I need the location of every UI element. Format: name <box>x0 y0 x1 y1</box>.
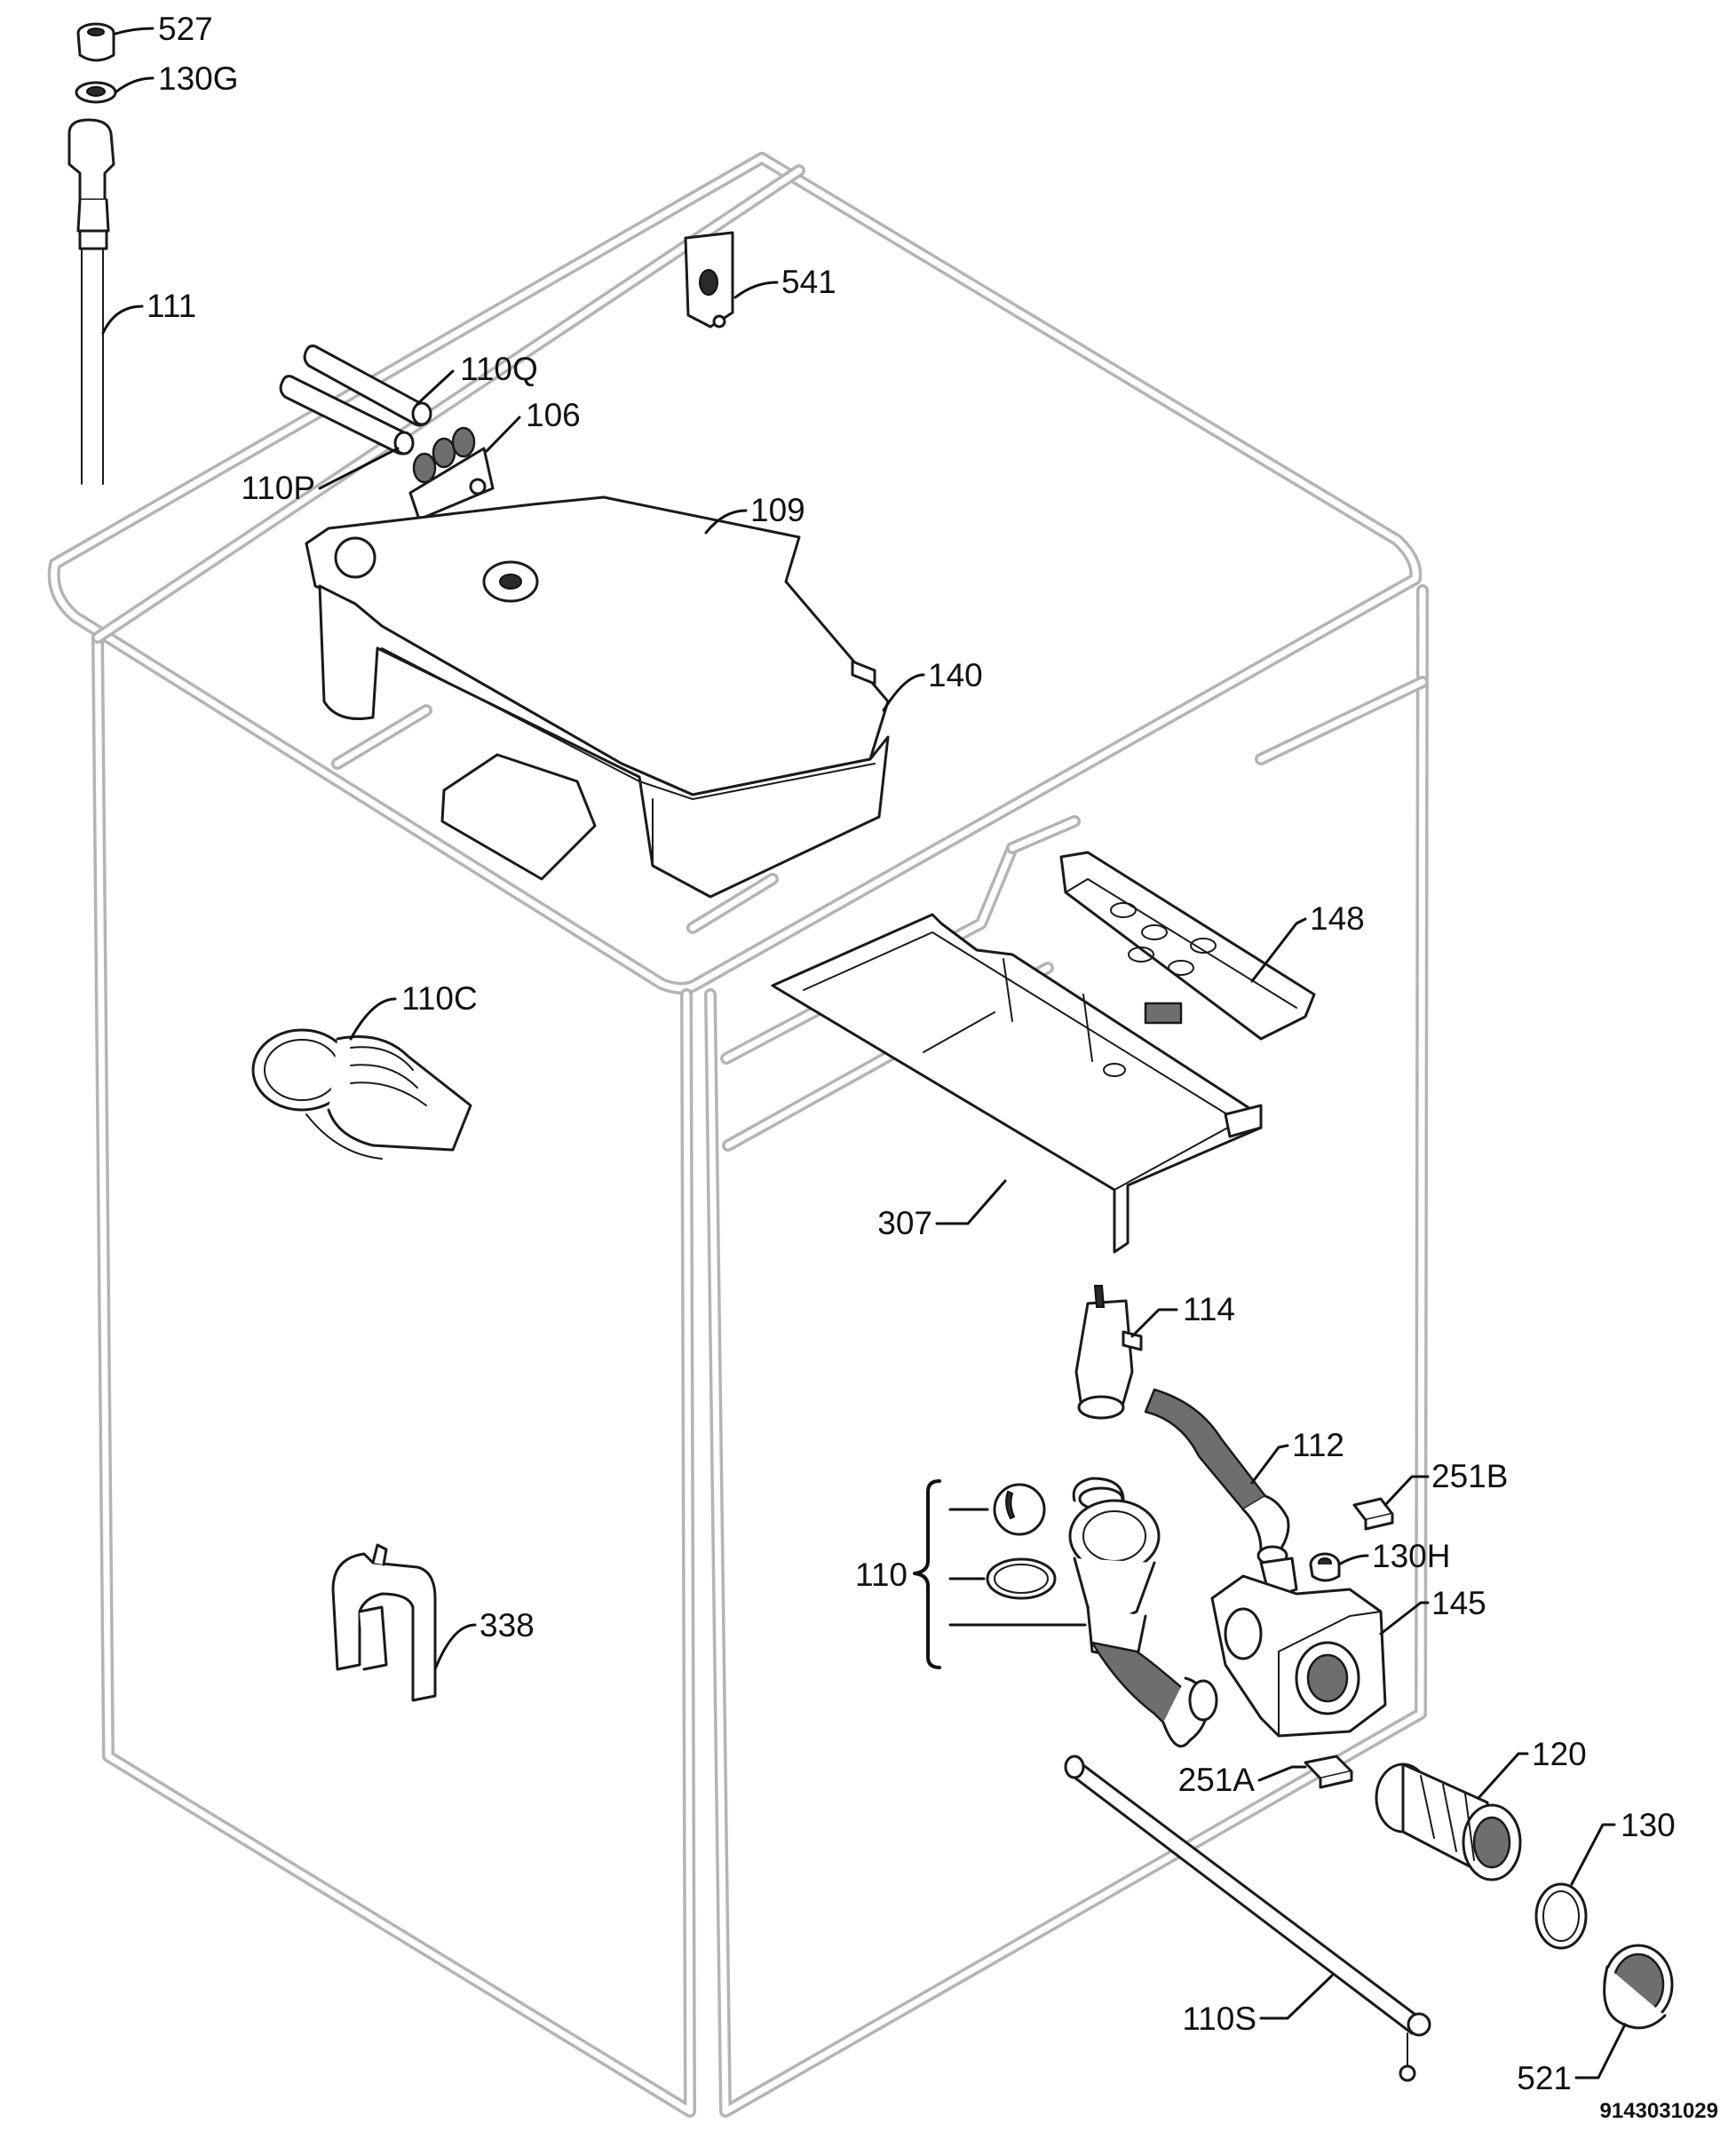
part-541-clip <box>684 231 734 329</box>
label-114: 114 <box>1183 1291 1235 1327</box>
leader-112 <box>1250 1444 1289 1485</box>
label-130G: 130G <box>158 60 239 97</box>
label-112: 112 <box>1292 1427 1344 1463</box>
part-307-drawer <box>771 913 1263 1254</box>
label-110C: 110C <box>401 980 478 1017</box>
part-110Q-tube <box>303 345 432 427</box>
part-110-ball <box>993 1483 1046 1536</box>
leader-130 <box>1570 1823 1616 1886</box>
part-111-inlet-hose <box>67 118 115 485</box>
leader-145 <box>1379 1601 1430 1636</box>
part-130H-seal <box>1309 1552 1341 1582</box>
label-106: 106 <box>526 397 581 433</box>
leader-120 <box>1477 1752 1529 1800</box>
label-338: 338 <box>480 1607 535 1644</box>
label-251B: 251B <box>1431 1458 1508 1494</box>
leader-111 <box>101 305 144 335</box>
leader-338 <box>433 1623 477 1671</box>
leader-lines <box>101 27 1627 2080</box>
leader-110Q <box>416 369 455 406</box>
label-148: 148 <box>1310 900 1365 937</box>
part-110C-bellows <box>251 1028 472 1160</box>
part-labels: 527 130G 111 541 110Q 106 110P 109 140 1… <box>147 11 1676 2096</box>
label-110S: 110S <box>1182 2000 1256 2037</box>
part-110-pump-assembly <box>1068 1477 1218 1748</box>
label-130H: 130H <box>1372 1538 1450 1574</box>
part-112-hose <box>1144 1388 1290 1566</box>
leader-110P <box>318 447 400 490</box>
label-110: 110 <box>855 1557 908 1593</box>
label-110Q: 110Q <box>460 351 538 387</box>
label-130: 130 <box>1621 1807 1676 1843</box>
leader-251A <box>1257 1765 1307 1782</box>
leader-140 <box>882 673 925 712</box>
leader-106 <box>485 416 521 453</box>
part-148-cover <box>1059 851 1316 1041</box>
leader-110S <box>1259 1974 1334 2020</box>
label-140: 140 <box>928 657 983 693</box>
label-111: 111 <box>147 288 196 324</box>
leader-110-bracket <box>913 1479 941 1669</box>
label-527: 527 <box>158 11 213 47</box>
part-521-cap <box>1603 1944 1674 2030</box>
document-number: 9143031029 <box>1600 2099 1718 2123</box>
part-145-pump-housing <box>1210 1557 1387 1738</box>
leader-251B <box>1383 1475 1430 1507</box>
part-114-chamber <box>1074 1285 1143 1420</box>
label-145: 145 <box>1431 1585 1486 1621</box>
label-307: 307 <box>877 1205 932 1241</box>
leader-114 <box>1130 1308 1178 1338</box>
leader-527 <box>114 27 155 36</box>
leader-307 <box>935 1179 1007 1225</box>
label-109: 109 <box>750 492 805 528</box>
label-110P: 110P <box>241 470 315 506</box>
part-110-ring <box>986 1557 1057 1600</box>
part-130-ring <box>1534 1882 1588 1950</box>
leader-109 <box>704 509 748 535</box>
leader-541 <box>733 281 779 299</box>
part-338-clamp <box>331 1543 437 1702</box>
part-527-cap <box>76 22 115 62</box>
cabinet-outline <box>47 152 1429 2118</box>
part-251B-clip <box>1352 1497 1394 1531</box>
part-140-dispenser-housing <box>318 584 890 899</box>
part-110S-drain-tube <box>1064 1755 1431 2082</box>
label-120: 120 <box>1532 1736 1587 1772</box>
leader-148 <box>1250 917 1307 983</box>
part-110P-tube <box>279 375 415 456</box>
part-130G-washer <box>75 81 117 104</box>
part-120-filter <box>1375 1763 1522 1881</box>
part-106-valve <box>408 426 495 521</box>
leader-521 <box>1574 2023 1627 2080</box>
leader-130G <box>114 76 155 94</box>
leader-130H <box>1337 1554 1369 1566</box>
label-251A: 251A <box>1178 1762 1256 1798</box>
leader-110C <box>349 997 397 1041</box>
label-541: 541 <box>781 264 836 300</box>
part-251A-clip <box>1304 1755 1353 1789</box>
label-521: 521 <box>1517 2060 1572 2096</box>
